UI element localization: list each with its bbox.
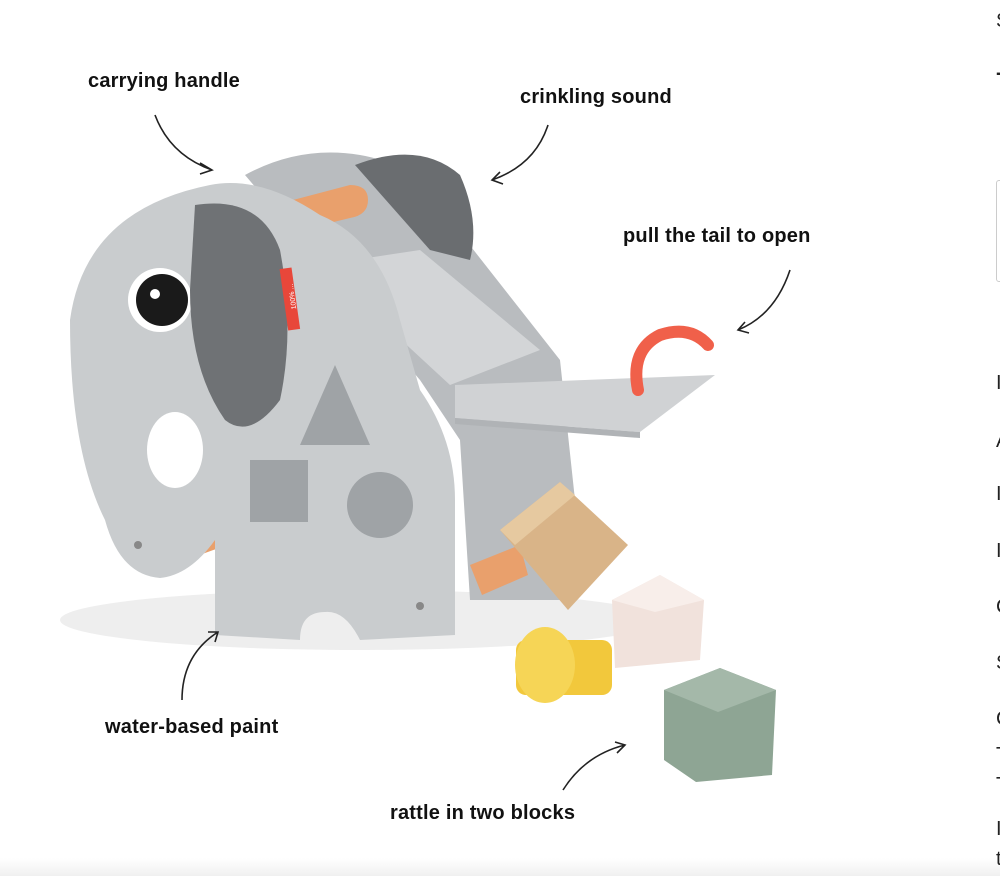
eye-pupil: [136, 274, 188, 326]
arrow-icon: [154, 114, 214, 175]
back-ear: [355, 154, 474, 260]
annotation-crinkling-sound: crinkling sound: [520, 86, 672, 108]
arrow-icon: [736, 269, 791, 334]
right-column-fragment: T: [996, 774, 1000, 797]
square-hole: [250, 460, 308, 522]
right-column-fragment: A: [996, 430, 1000, 453]
wood-block-top: [500, 482, 575, 545]
green-block-top: [664, 668, 776, 712]
fabric-tag: [279, 267, 301, 331]
annotation-arrows: [154, 114, 791, 791]
right-column-input-box[interactable]: [996, 180, 1000, 282]
screw: [134, 541, 142, 549]
arrow-icon: [181, 631, 220, 701]
tail-tray-edge: [455, 418, 640, 438]
tail-tray: [455, 375, 715, 432]
arrow-icon: [562, 741, 627, 791]
bottom-fade: [0, 858, 1000, 876]
arrow-icon: [490, 124, 549, 185]
pink-block-top: [612, 575, 704, 612]
right-column-fragment: I: [996, 372, 1000, 394]
screw: [416, 602, 424, 610]
annotation-carrying-handle: carrying handle: [88, 70, 240, 92]
right-column-fragment: T: [996, 744, 1000, 767]
triangle-hole: [300, 365, 370, 445]
right-column-fragment: S: [996, 652, 1000, 675]
annotation-rattle-blocks: rattle in two blocks: [390, 802, 576, 824]
right-column-fragment: I: [996, 483, 1000, 505]
tail-rope: [630, 325, 714, 396]
yellow-block-face: [515, 627, 575, 703]
right-column-fragment: C: [996, 708, 1000, 731]
annotation-pull-tail: pull the tail to open: [623, 225, 811, 247]
right-column-fragment: C: [996, 596, 1000, 619]
bottom-bar-right: [470, 545, 528, 595]
right-column-fragment: S: [996, 10, 1000, 33]
right-column-fragment: t: [996, 848, 1000, 870]
leg-hole: [147, 412, 203, 488]
eye-highlight: [150, 289, 160, 299]
right-column-fragment: I: [996, 818, 1000, 840]
right-column-fragment: -: [996, 62, 1000, 85]
annotation-water-paint: water-based paint: [105, 716, 279, 738]
circle-hole: [347, 472, 413, 538]
front-ear: [190, 203, 288, 427]
right-column-fragment: I: [996, 540, 1000, 562]
